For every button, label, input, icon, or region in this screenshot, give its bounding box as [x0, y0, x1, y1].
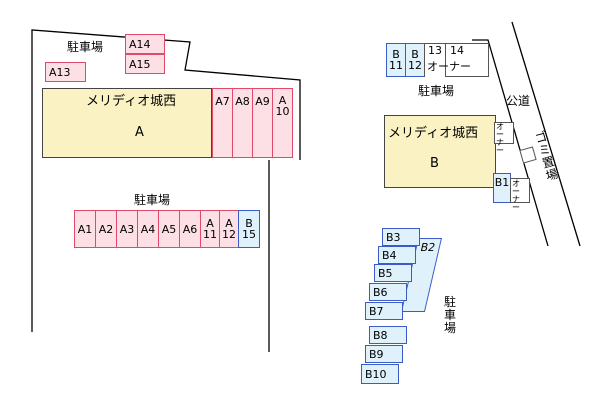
space-a9: A9: [252, 88, 273, 158]
parking-label-right-vertical: 駐車場: [443, 295, 456, 335]
space-b11-line2: 11: [389, 59, 403, 72]
space-a12-line1: A: [225, 217, 233, 230]
space-b10: B10: [361, 364, 399, 384]
owner-slot-lower-label: オーナー: [512, 179, 520, 212]
space-a11-line1: A: [206, 217, 214, 230]
space-b8: B8: [369, 326, 407, 344]
space-b7: B7: [365, 302, 403, 320]
space-b15-line2: 15: [242, 228, 256, 241]
owner-slot-lower: [510, 178, 530, 203]
building-a-code: A: [135, 125, 144, 140]
space-b9: B9: [365, 345, 403, 363]
space-b15-line1: B: [245, 217, 253, 230]
space-a13: A13: [45, 62, 86, 82]
public-road-label: 公道: [506, 94, 531, 108]
space-a10-line1: A: [278, 94, 287, 107]
parking-label-middle: 駐車場: [134, 193, 171, 207]
space-a1: A1: [74, 210, 96, 248]
space-a3: A3: [116, 210, 138, 248]
space-b12: B 12: [405, 43, 425, 77]
parking-label-top-left: 駐車場: [67, 40, 104, 54]
space-a5: A5: [158, 210, 180, 248]
owner-slot-upper: [494, 122, 514, 144]
space-a6: A6: [179, 210, 201, 248]
space-14-label: 14: [450, 44, 464, 57]
building-b: [384, 115, 496, 188]
space-a12-line2: 12: [222, 228, 236, 241]
space-b12-line1: B: [411, 48, 419, 61]
space-b1: B1: [493, 173, 511, 203]
owner-top-label: オーナー: [427, 60, 471, 73]
building-a-name: メリディオ城西: [86, 94, 177, 109]
space-a11-line2: 11: [203, 228, 217, 241]
space-b5: B5: [374, 264, 412, 282]
space-a14: A14: [125, 34, 165, 54]
space-a15: A15: [125, 54, 165, 74]
building-b-name: メリディオ城西: [388, 126, 479, 141]
space-b3: B3: [382, 228, 420, 246]
parking-label-right-top: 駐車場: [418, 84, 455, 98]
owner-slot-upper-label: オーナー: [496, 122, 504, 155]
building-a: [42, 88, 212, 158]
space-13: [424, 43, 446, 77]
space-b12-line2: 12: [408, 59, 422, 72]
space-a8: A8: [232, 88, 253, 158]
space-a7: A7: [212, 88, 233, 158]
space-a10: A 10: [272, 88, 293, 158]
space-b11-line1: B: [392, 48, 400, 61]
space-a10-line2: 10: [275, 105, 290, 118]
space-a2: A2: [95, 210, 117, 248]
space-b11: B 11: [386, 43, 406, 77]
building-b-code: B: [430, 156, 439, 171]
space-a11: A 11: [200, 210, 220, 248]
space-b15: B 15: [238, 210, 260, 248]
space-a4: A4: [137, 210, 159, 248]
space-13-label: 13: [428, 44, 442, 57]
space-b4: B4: [378, 246, 416, 264]
space-a12: A 12: [219, 210, 239, 248]
space-b6: B6: [369, 283, 407, 301]
